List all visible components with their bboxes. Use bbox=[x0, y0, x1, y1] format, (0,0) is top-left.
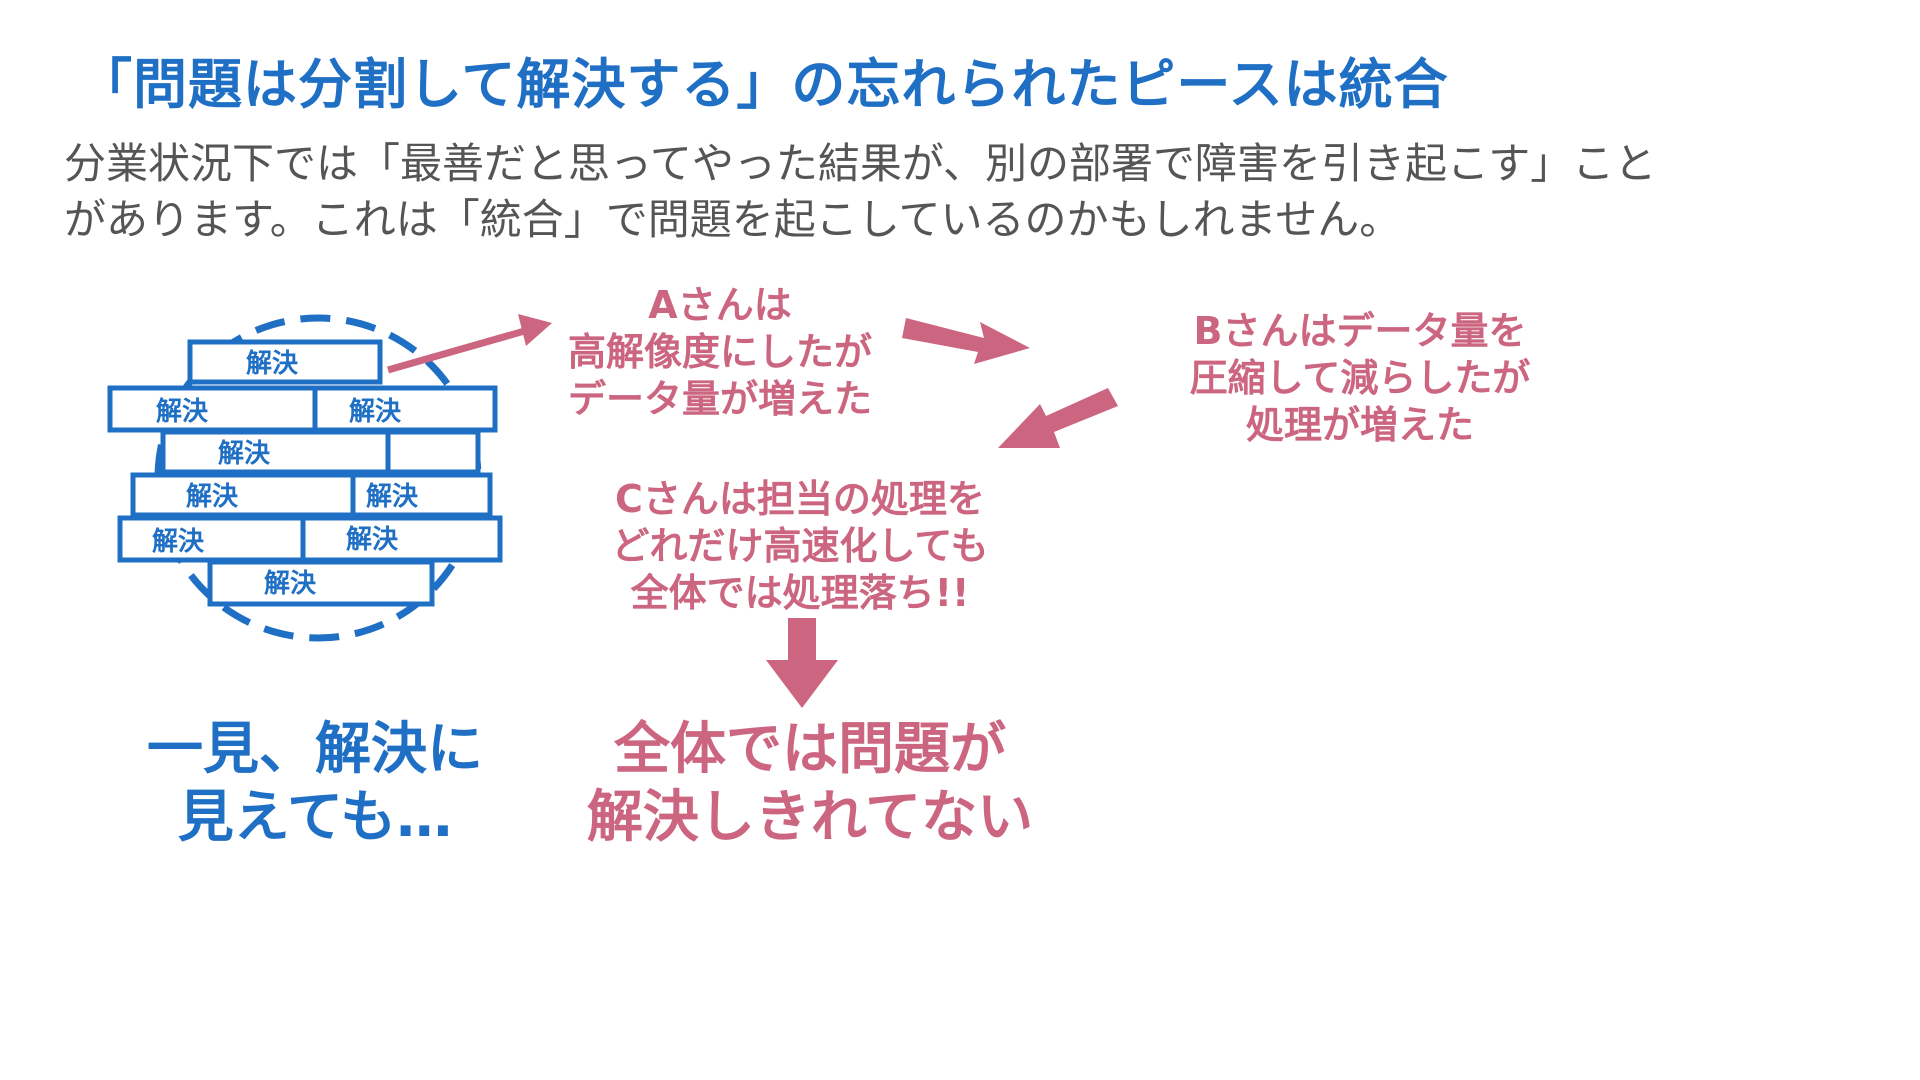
left-caption-line-1: 一見、解決に bbox=[147, 717, 483, 782]
note-b-line-1: Bさんはデータ量を bbox=[1193, 309, 1527, 353]
arrow-right-icon bbox=[902, 318, 1030, 364]
result-line-1: 全体では問題が bbox=[614, 717, 1006, 782]
note-a-line-3: データ量が増えた bbox=[567, 377, 872, 421]
brick-1 bbox=[187, 339, 383, 385]
note-person-c: Cさんは担当の処理を どれだけ高速化しても 全体では処理落ち!! bbox=[590, 476, 1010, 617]
lead-paragraph: 分業状況下では「最善だと思ってやった結果が、別の部署で障害を引き起こす」こと が… bbox=[64, 136, 1854, 248]
left-caption: 一見、解決に 見えても… bbox=[130, 716, 500, 852]
brick-label: 解決 bbox=[152, 527, 205, 557]
lead-line-2: があります。これは「統合」で問題を起こしているのかもしれません。 bbox=[64, 195, 1402, 244]
brick-label: 解決 bbox=[156, 397, 209, 427]
result-caption: 全体では問題が 解決しきれてない bbox=[560, 716, 1060, 852]
brick-labels: 解決 解決 解決 解決 解決 解決 解決 解決 解決 bbox=[152, 349, 419, 599]
brick-9 bbox=[300, 515, 503, 563]
arrow-down-left-icon bbox=[998, 388, 1118, 448]
result-line-2: 解決しきれてない bbox=[586, 785, 1034, 850]
brick-6 bbox=[130, 472, 356, 518]
brick-2 bbox=[107, 385, 318, 433]
arrow-right-icon bbox=[387, 314, 552, 374]
brick-label: 解決 bbox=[218, 439, 271, 469]
slide-title: 「問題は分割して解決する」の忘れられたピースは統合 bbox=[78, 53, 1449, 116]
brick-3 bbox=[312, 385, 498, 433]
brick-8 bbox=[117, 515, 306, 563]
brick-label: 解決 bbox=[346, 525, 399, 555]
brick-5 bbox=[385, 429, 481, 475]
lead-line-1: 分業状況下では「最善だと思ってやった結果が、別の部署で障害を引き起こす」こと bbox=[64, 139, 1657, 188]
note-person-b: Bさんはデータ量を 圧縮して減らしたが 処理が増えた bbox=[1160, 308, 1560, 449]
note-a-line-2: 高解像度にしたが bbox=[567, 330, 872, 374]
note-c-line-3: 全体では処理落ち!! bbox=[630, 571, 970, 615]
brick-label: 解決 bbox=[186, 482, 239, 512]
brick-wall-icon bbox=[107, 339, 503, 607]
brick-label: 解決 bbox=[246, 349, 299, 379]
brick-7 bbox=[350, 472, 493, 518]
left-caption-line-2: 見えても… bbox=[177, 785, 453, 850]
brick-label: 解決 bbox=[349, 397, 402, 427]
brick-4 bbox=[160, 429, 391, 475]
note-b-line-3: 処理が増えた bbox=[1245, 403, 1474, 447]
note-b-line-2: 圧縮して減らしたが bbox=[1189, 356, 1531, 400]
note-c-line-2: どれだけ高速化しても bbox=[611, 524, 989, 568]
arrow-down-icon bbox=[766, 618, 838, 708]
note-c-line-1: Cさんは担当の処理を bbox=[615, 477, 985, 521]
note-a-line-1: Aさんは bbox=[648, 283, 792, 327]
brick-label: 解決 bbox=[366, 482, 419, 512]
note-person-a: Aさんは 高解像度にしたが データ量が増えた bbox=[540, 282, 900, 423]
brick-label: 解決 bbox=[264, 569, 317, 599]
brick-10 bbox=[207, 559, 435, 607]
